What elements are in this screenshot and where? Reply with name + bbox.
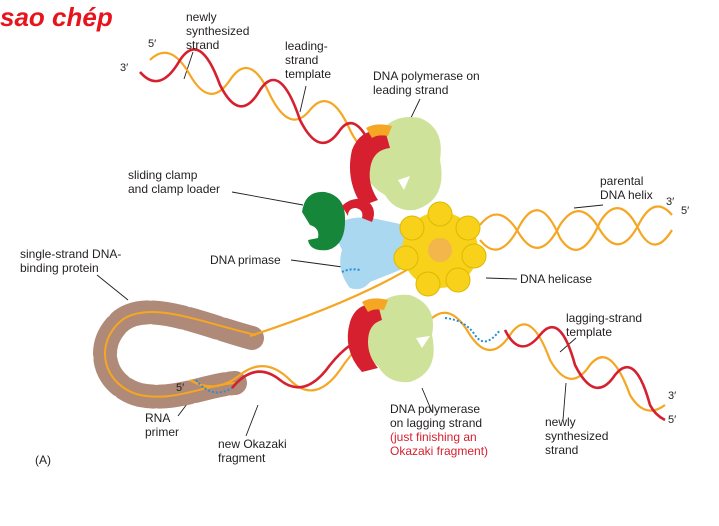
panel-label: (A) <box>35 453 51 467</box>
end-right-5prime: 5′ <box>681 205 690 217</box>
single-strand-binding-protein-coat <box>93 300 264 409</box>
label-helicase: DNA helicase <box>520 272 593 286</box>
end-right-3prime: 3′ <box>666 196 675 208</box>
label-primase: DNA primase <box>210 253 281 267</box>
leading-strand-helix <box>139 48 381 154</box>
end-top-3prime: 3′ <box>120 62 129 74</box>
sliding-clamp-and-loader <box>302 191 374 251</box>
end-bottom-3prime: 3′ <box>668 390 677 402</box>
lagging-template-path <box>249 261 421 338</box>
label-ssb: single-strand DNA-binding protein <box>20 247 122 275</box>
end-loop-5prime: 5′ <box>176 382 185 394</box>
dna-helicase-shape <box>393 201 487 297</box>
lagging-strand-helix <box>429 311 666 422</box>
lagging-strand-polymerase <box>347 294 434 383</box>
dna-primase-shape <box>332 217 412 290</box>
parental-dna-helix <box>479 205 673 251</box>
end-top-5prime: 5′ <box>148 38 157 50</box>
leader-lines <box>96 51 604 437</box>
page-title: sao chép <box>0 2 113 32</box>
end-bottom-5prime: 5′ <box>668 414 677 426</box>
leading-strand-polymerase <box>349 116 442 211</box>
